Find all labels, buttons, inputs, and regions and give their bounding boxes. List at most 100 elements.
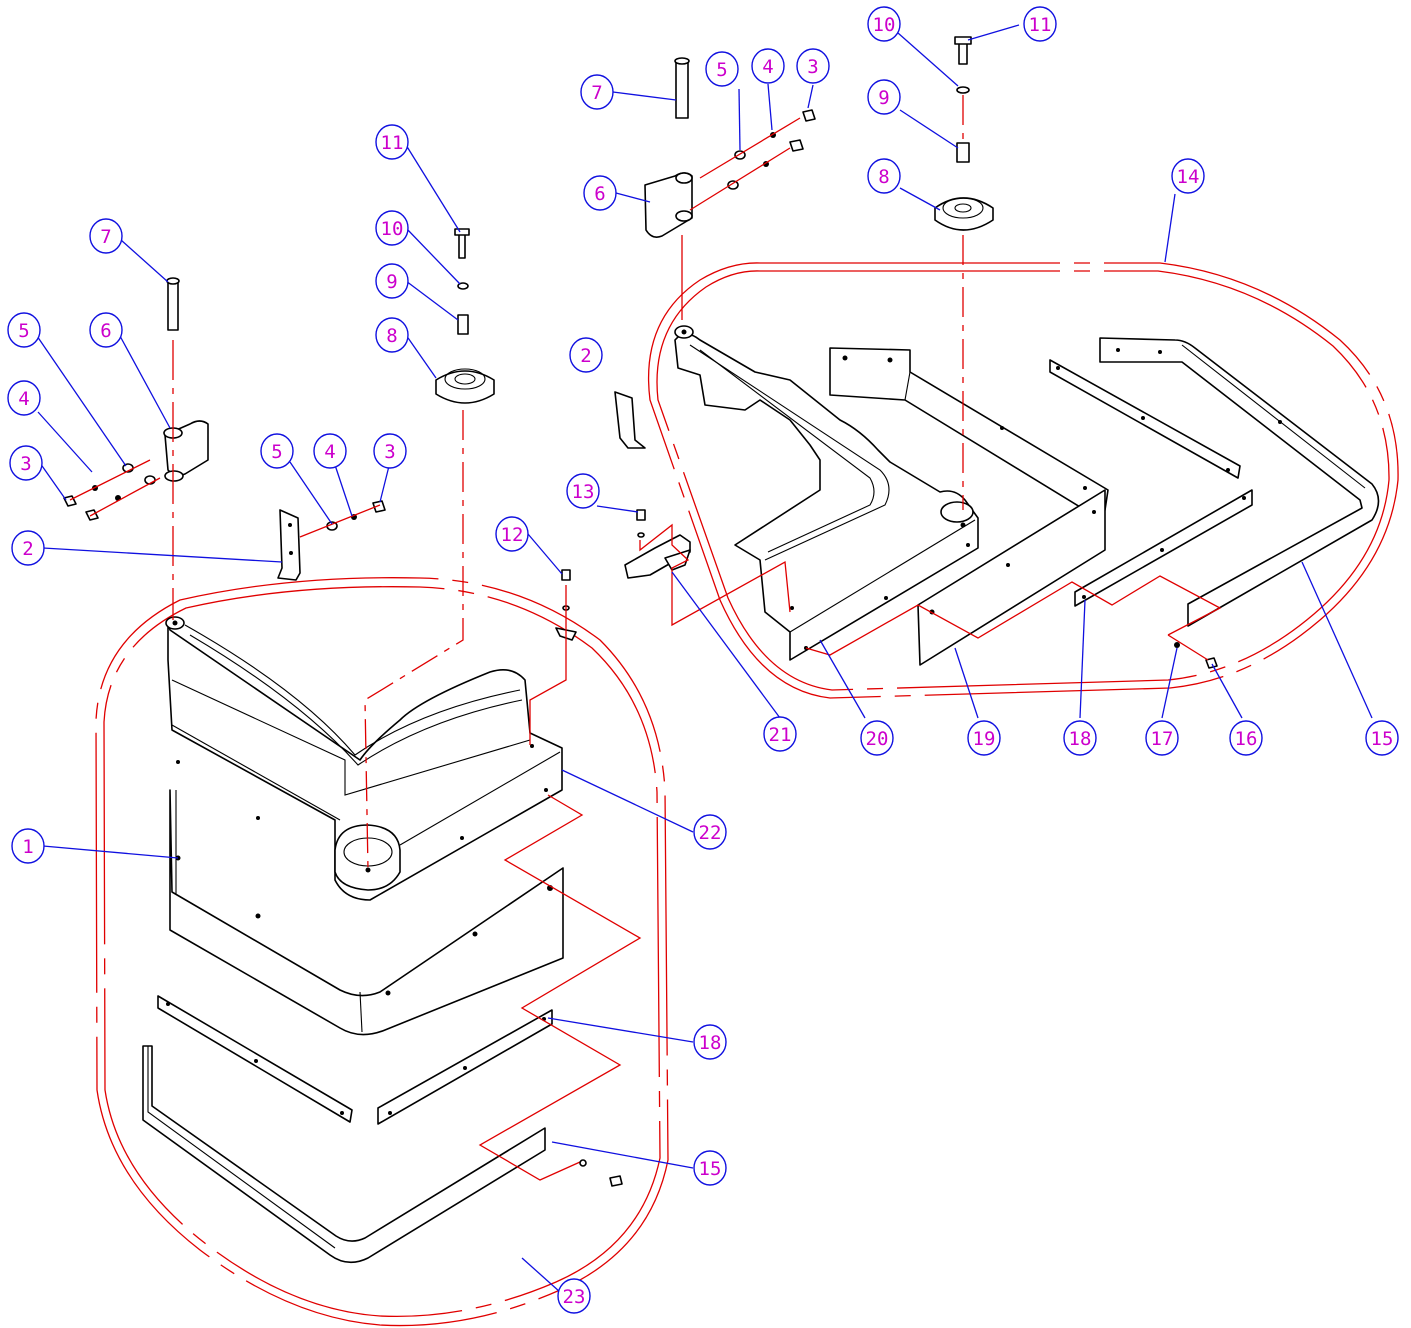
part-15-trim-left [142,1045,546,1264]
callout-c2b: 2 [569,337,603,373]
callout-balloon [1023,6,1057,42]
callout-number: 20 [866,728,889,750]
right-assembly-boundary [647,262,1399,699]
callout-number: 4 [324,441,335,463]
callout-number: 8 [386,325,397,347]
leader-lines [36,24,1373,1293]
callout-number: 18 [1069,728,1092,750]
callout-balloon [867,158,901,194]
callout-c10b: 10 [867,6,901,42]
callout-balloon [11,530,45,566]
callout-c10a: 10 [375,210,409,246]
callout-c5a: 5 [7,312,41,348]
callout-number: 4 [18,388,29,410]
callout-number: 11 [1029,14,1052,36]
callout-number: 5 [271,441,282,463]
callout-c6b: 6 [583,175,617,211]
callout-number: 16 [1235,728,1258,750]
callout-balloon [860,720,894,756]
callout-c15a: 15 [693,1150,727,1186]
left-bracket-hardware [63,277,386,620]
callout-number: 19 [973,728,996,750]
callout-c4c: 4 [751,48,785,84]
callout-number: 9 [878,87,889,109]
right-assembly-lines [805,575,1222,669]
callout-number: 9 [386,271,397,293]
callout-number: 10 [873,14,896,36]
callout-balloon [693,814,727,850]
callout-c15b: 15 [1365,720,1399,756]
callout-number: 4 [762,56,773,78]
callout-balloon [260,433,294,469]
callout-c14: 14 [1171,158,1205,194]
callout-c8b: 8 [867,158,901,194]
callout-number: 2 [22,538,33,560]
callout-c16: 16 [1229,720,1263,756]
callout-c23: 23 [557,1278,591,1314]
callout-c11b: 11 [1023,6,1057,42]
callout-c9a: 9 [375,263,409,299]
callout-c8a: 8 [375,317,409,353]
callout-c19: 19 [967,720,1001,756]
part-18-strips-right [1049,359,1253,607]
callout-balloon [967,720,1001,756]
callout-number: 17 [1151,728,1174,750]
callout-number: 7 [100,226,111,248]
callout-c3a: 3 [9,445,43,481]
part-19-side-panel [829,347,1109,666]
callout-number: 5 [716,59,727,81]
callout-number: 3 [20,453,31,475]
part-15-trim-right [1099,337,1380,627]
callout-number: 3 [807,56,818,78]
callout-balloon [557,1278,591,1314]
callout-number: 12 [501,524,524,546]
callout-number: 15 [699,1158,722,1180]
callout-c4a: 4 [7,380,41,416]
callout-c18a: 18 [693,1024,727,1060]
callout-number: 3 [384,441,395,463]
callout-c18b: 18 [1063,720,1097,756]
part-22-main-housing [165,616,563,901]
part-1-front-panel [169,789,564,1036]
callout-balloon [375,263,409,299]
callout-balloon [373,433,407,469]
callout-c12: 12 [495,516,529,552]
callout-balloon [1171,158,1205,194]
callout-c5b: 5 [260,433,294,469]
callout-number: 18 [699,1032,722,1054]
callout-c20: 20 [860,720,894,756]
callout-balloon [375,124,409,160]
callout-c7a: 7 [89,218,123,254]
callout-c7b: 7 [580,74,614,110]
callout-c2a: 2 [11,530,45,566]
callout-balloon [7,380,41,416]
callout-balloon [705,51,739,87]
left-assembly-lines [478,794,642,1187]
callout-number: 5 [18,320,29,342]
callout-balloon [7,312,41,348]
callout-balloon [693,1150,727,1186]
callout-c9b: 9 [867,79,901,115]
part-12-fastener [529,569,577,745]
callout-number: 21 [769,724,792,746]
callout-c21: 21 [763,716,797,752]
callout-c1: 1 [11,828,45,864]
callout-number: 22 [699,822,722,844]
callout-balloon [89,218,123,254]
callout-number: 14 [1177,166,1200,188]
callout-balloon [693,1024,727,1060]
callout-c4b: 4 [313,433,347,469]
callout-number: 15 [1371,728,1394,750]
callout-c3c: 3 [796,48,830,84]
callout-c11a: 11 [375,124,409,160]
callout-balloon [583,175,617,211]
callout-number: 23 [563,1286,586,1308]
callout-balloon [867,6,901,42]
callout-number: 13 [572,481,595,503]
callout-number: 1 [22,836,33,858]
callout-balloon [580,74,614,110]
callout-number: 6 [594,183,605,205]
callout-balloon [375,317,409,353]
